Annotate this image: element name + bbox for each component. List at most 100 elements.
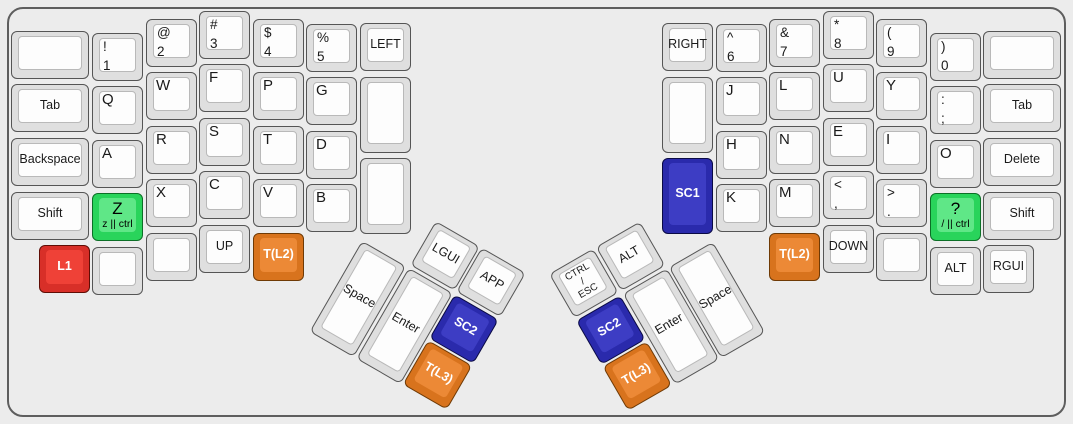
key-backspace[interactable]: Backspace: [11, 138, 89, 186]
keycap-tl2-right: T(L2): [776, 238, 813, 272]
key-j[interactable]: J: [716, 77, 767, 125]
key-exclam-1[interactable]: !1: [92, 33, 143, 81]
key-label-c-0: C: [209, 176, 220, 193]
key-label-y-0: Y: [886, 77, 897, 94]
key-p[interactable]: P: [253, 72, 304, 120]
key-n[interactable]: N: [769, 126, 820, 174]
key-t[interactable]: T: [253, 126, 304, 174]
key-blank-right-c4[interactable]: [876, 233, 927, 281]
key-dollar-4[interactable]: $4: [253, 19, 304, 67]
key-k[interactable]: K: [716, 184, 767, 232]
keycap-t: T: [260, 131, 297, 165]
key-e[interactable]: E: [823, 118, 874, 166]
key-left-arrow[interactable]: LEFT: [360, 23, 411, 71]
key-label-t-0: T: [263, 131, 273, 148]
key-rparen-0[interactable]: )0: [930, 33, 981, 81]
key-r[interactable]: R: [146, 126, 197, 174]
keycap-percent-5: %5: [313, 29, 350, 64]
key-percent-5[interactable]: %5: [306, 24, 357, 72]
key-label-colon-semi-1: ;: [941, 110, 945, 126]
key-f[interactable]: F: [199, 64, 250, 112]
key-blank-left-c2[interactable]: [146, 233, 197, 281]
key-shift-left[interactable]: Shift: [11, 192, 89, 240]
keycap-w: W: [153, 77, 190, 111]
key-at-2[interactable]: @2: [146, 19, 197, 67]
key-blank-left-c1[interactable]: [92, 247, 143, 295]
key-gt-period[interactable]: >.: [876, 179, 927, 227]
key-blank-top-left[interactable]: [11, 31, 89, 79]
keycap-blank-left-c1: [99, 252, 136, 286]
key-label-space-right-0: Space: [696, 282, 735, 313]
keycap-p: P: [260, 77, 297, 111]
key-tab-left[interactable]: Tab: [11, 84, 89, 132]
key-rgui[interactable]: RGUI: [983, 245, 1034, 293]
key-blank-right-c0[interactable]: [662, 77, 713, 153]
key-u[interactable]: U: [823, 64, 874, 112]
keycap-v: V: [260, 184, 297, 218]
key-v[interactable]: V: [253, 179, 304, 227]
key-tl2-left[interactable]: T(L2): [253, 233, 304, 281]
keycap-right-arrow: RIGHT: [668, 28, 707, 62]
key-shift-right[interactable]: Shift: [983, 192, 1061, 240]
key-label-lparen-9-1: 9: [887, 43, 895, 59]
key-w[interactable]: W: [146, 72, 197, 120]
key-lt-comma[interactable]: <,: [823, 171, 874, 219]
key-label-s-0: S: [209, 123, 220, 140]
key-g[interactable]: G: [306, 77, 357, 125]
key-tab-right[interactable]: Tab: [983, 84, 1061, 132]
key-colon-semi[interactable]: :;: [930, 86, 981, 134]
key-delete[interactable]: Delete: [983, 138, 1061, 186]
key-question-ctrl[interactable]: ?/ || ctrl: [930, 193, 981, 241]
keycap-s: S: [206, 123, 243, 157]
key-label-colon-semi-0: :: [941, 92, 945, 107]
key-star-8[interactable]: *8: [823, 11, 874, 59]
key-s[interactable]: S: [199, 118, 250, 166]
key-label-percent-5-1: 5: [317, 48, 325, 64]
key-a[interactable]: A: [92, 140, 143, 188]
key-label-sc2-right-0: SC2: [595, 315, 624, 340]
key-label-gt-period-0: >: [887, 185, 895, 200]
key-y[interactable]: Y: [876, 72, 927, 120]
key-label-app-0: APP: [477, 267, 507, 293]
key-c[interactable]: C: [199, 171, 250, 219]
key-label-at-2-0: @: [157, 25, 171, 40]
key-label-b-0: B: [316, 189, 327, 206]
key-blank-left-c6a[interactable]: [360, 77, 411, 153]
key-tl2-right[interactable]: T(L2): [769, 233, 820, 281]
key-d[interactable]: D: [306, 131, 357, 179]
keycap-l: L: [776, 77, 813, 111]
key-b[interactable]: B: [306, 184, 357, 232]
key-label-l-0: L: [779, 77, 788, 94]
key-right-arrow[interactable]: RIGHT: [662, 23, 713, 71]
key-alt-right[interactable]: ALT: [930, 247, 981, 295]
key-amp-7[interactable]: &7: [769, 19, 820, 67]
key-l[interactable]: L: [769, 72, 820, 120]
key-label-shift-left-0: Shift: [37, 206, 63, 221]
key-up[interactable]: UP: [199, 225, 250, 273]
key-i[interactable]: I: [876, 126, 927, 174]
key-lparen-9[interactable]: (9: [876, 19, 927, 67]
key-down[interactable]: DOWN: [823, 225, 874, 273]
key-hash-3[interactable]: #3: [199, 11, 250, 59]
key-q[interactable]: Q: [92, 86, 143, 134]
key-label-exclam-1-1: 1: [103, 57, 111, 73]
keycap-left-arrow: LEFT: [367, 28, 404, 62]
key-o[interactable]: O: [930, 140, 981, 188]
key-h[interactable]: H: [716, 131, 767, 179]
key-label-ctrl-esc-2: ESC: [576, 281, 600, 302]
key-m[interactable]: M: [769, 179, 820, 227]
key-label-backspace-0: Backspace: [19, 152, 81, 167]
key-caret-6[interactable]: ^6: [716, 24, 767, 72]
key-label-z-ctrl-0: Z: [112, 198, 123, 218]
keycap-blank-right-c0: [669, 82, 706, 144]
keycap-tl2-left: T(L2): [260, 238, 297, 272]
key-label-caret-6-0: ^: [727, 30, 734, 45]
key-label-star-8-0: *: [834, 17, 840, 32]
key-l1[interactable]: L1: [39, 245, 90, 293]
key-x[interactable]: X: [146, 179, 197, 227]
key-sc1[interactable]: SC1: [662, 158, 713, 234]
key-blank-left-c6b[interactable]: [360, 158, 411, 234]
key-blank-top-right[interactable]: [983, 31, 1061, 79]
keycap-star-8: *8: [830, 16, 867, 51]
